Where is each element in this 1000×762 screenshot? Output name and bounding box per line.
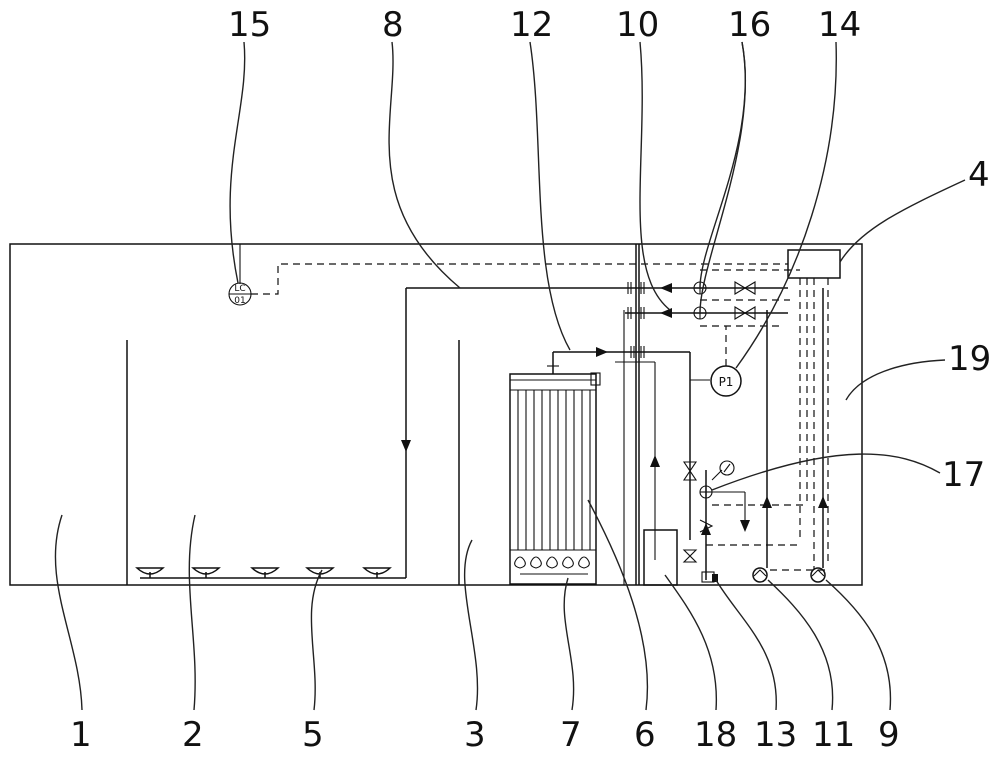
diffusers xyxy=(135,567,392,578)
callout-2: 2 xyxy=(182,715,204,755)
callout-5: 5 xyxy=(302,715,324,755)
leader-lines xyxy=(54,41,966,711)
flange-pair xyxy=(630,346,645,358)
callout-6: 6 xyxy=(634,715,656,755)
pressure-gauge xyxy=(719,460,735,476)
pump-11 xyxy=(752,567,768,583)
flow-arrow-up-9 xyxy=(818,496,828,508)
callout-14: 14 xyxy=(818,5,861,45)
valve-1 xyxy=(734,281,756,295)
pump-9 xyxy=(810,567,826,583)
flow-arrow-left-2 xyxy=(660,308,672,318)
membrane-module xyxy=(509,373,597,585)
flow-arrow-up-11 xyxy=(762,496,772,508)
tank-outline xyxy=(9,243,863,586)
flow-arrow-up xyxy=(650,455,660,467)
control-cabinet xyxy=(787,249,841,279)
membrane-fibers xyxy=(517,390,591,550)
flow-arrow-down-2 xyxy=(740,520,750,532)
valve-3 xyxy=(682,461,698,481)
lc-label-bottom: 01 xyxy=(234,296,245,306)
flow-arrow-down xyxy=(401,440,411,452)
callout-15: 15 xyxy=(228,5,271,45)
lc-label-top: LC xyxy=(234,284,245,294)
callout-13: 13 xyxy=(754,715,797,755)
callout-10: 10 xyxy=(616,5,659,45)
callout-labels: 15 8 12 10 16 14 4 19 17 1 2 5 3 7 6 18 … xyxy=(70,5,991,755)
check-valve xyxy=(682,549,698,563)
callout-11: 11 xyxy=(812,715,855,755)
callout-4: 4 xyxy=(968,155,990,195)
flow-arrow-left-1 xyxy=(660,283,672,293)
module-cap xyxy=(590,372,601,386)
diffuser xyxy=(362,567,392,578)
diffuser xyxy=(191,567,221,578)
callout-17: 17 xyxy=(942,455,985,495)
lc-signal-line xyxy=(251,263,788,295)
pump-p1-label: P1 xyxy=(719,375,734,389)
diffuser xyxy=(135,567,165,578)
flow-arrow-right xyxy=(596,347,608,357)
valve-2 xyxy=(734,306,756,320)
callout-9: 9 xyxy=(878,715,900,755)
storage-tank-18 xyxy=(643,529,678,586)
callout-8: 8 xyxy=(382,5,404,45)
callout-16: 16 xyxy=(728,5,771,45)
diffuser xyxy=(250,567,280,578)
flanges-row-2 xyxy=(627,307,645,319)
callout-18: 18 xyxy=(694,715,737,755)
callout-7: 7 xyxy=(560,715,582,755)
callout-19: 19 xyxy=(948,339,991,379)
module-aerator xyxy=(514,556,590,575)
callout-12: 12 xyxy=(510,5,553,45)
flanges-row-1 xyxy=(627,282,645,294)
callout-1: 1 xyxy=(70,715,92,755)
callout-3: 3 xyxy=(464,715,486,755)
